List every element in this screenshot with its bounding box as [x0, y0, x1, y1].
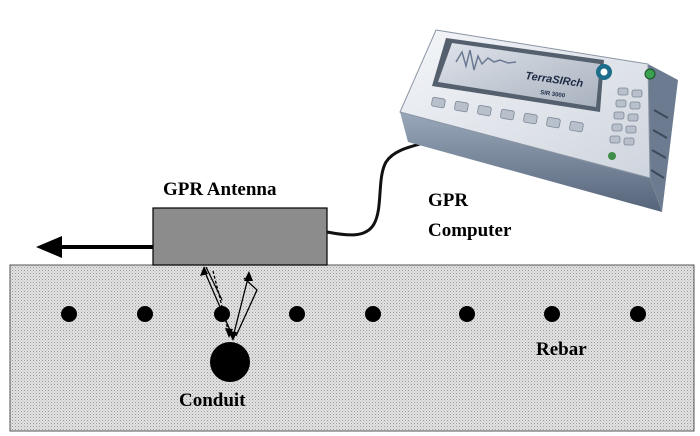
soft-keys — [431, 96, 584, 133]
scan-direction-arrow — [36, 236, 153, 258]
signal-rays — [203, 266, 258, 338]
conduit-label: Conduit — [179, 390, 246, 411]
ray-arrowheads — [200, 266, 253, 341]
rebar-row — [61, 306, 646, 322]
rebar-dot — [365, 306, 381, 322]
rebar-dot — [137, 306, 153, 322]
rebar-label: Rebar — [536, 339, 587, 360]
device-model-text: SIR 3000 — [540, 90, 566, 100]
rebar-dot — [544, 306, 560, 322]
computer-label-line1: GPR — [428, 190, 468, 211]
rebar-dot — [289, 306, 305, 322]
antenna-label: GPR Antenna — [163, 179, 277, 200]
rebar-dot — [61, 306, 77, 322]
gpr-cable — [326, 138, 435, 237]
computer-label-line2: Computer — [428, 220, 512, 241]
device-screen — [438, 43, 600, 107]
power-button-icon — [644, 68, 656, 80]
screen-waveform — [455, 49, 517, 71]
keypad — [608, 87, 643, 160]
gpr-antenna-box — [152, 207, 328, 266]
gpr-computer-device: TerraSIRch SIR 3000 — [399, 29, 678, 212]
rebar-dot — [214, 306, 230, 322]
rebar-dot — [459, 306, 475, 322]
conduit-circle — [210, 342, 250, 382]
rebar-dot — [630, 306, 646, 322]
concrete-slab — [9, 264, 695, 432]
